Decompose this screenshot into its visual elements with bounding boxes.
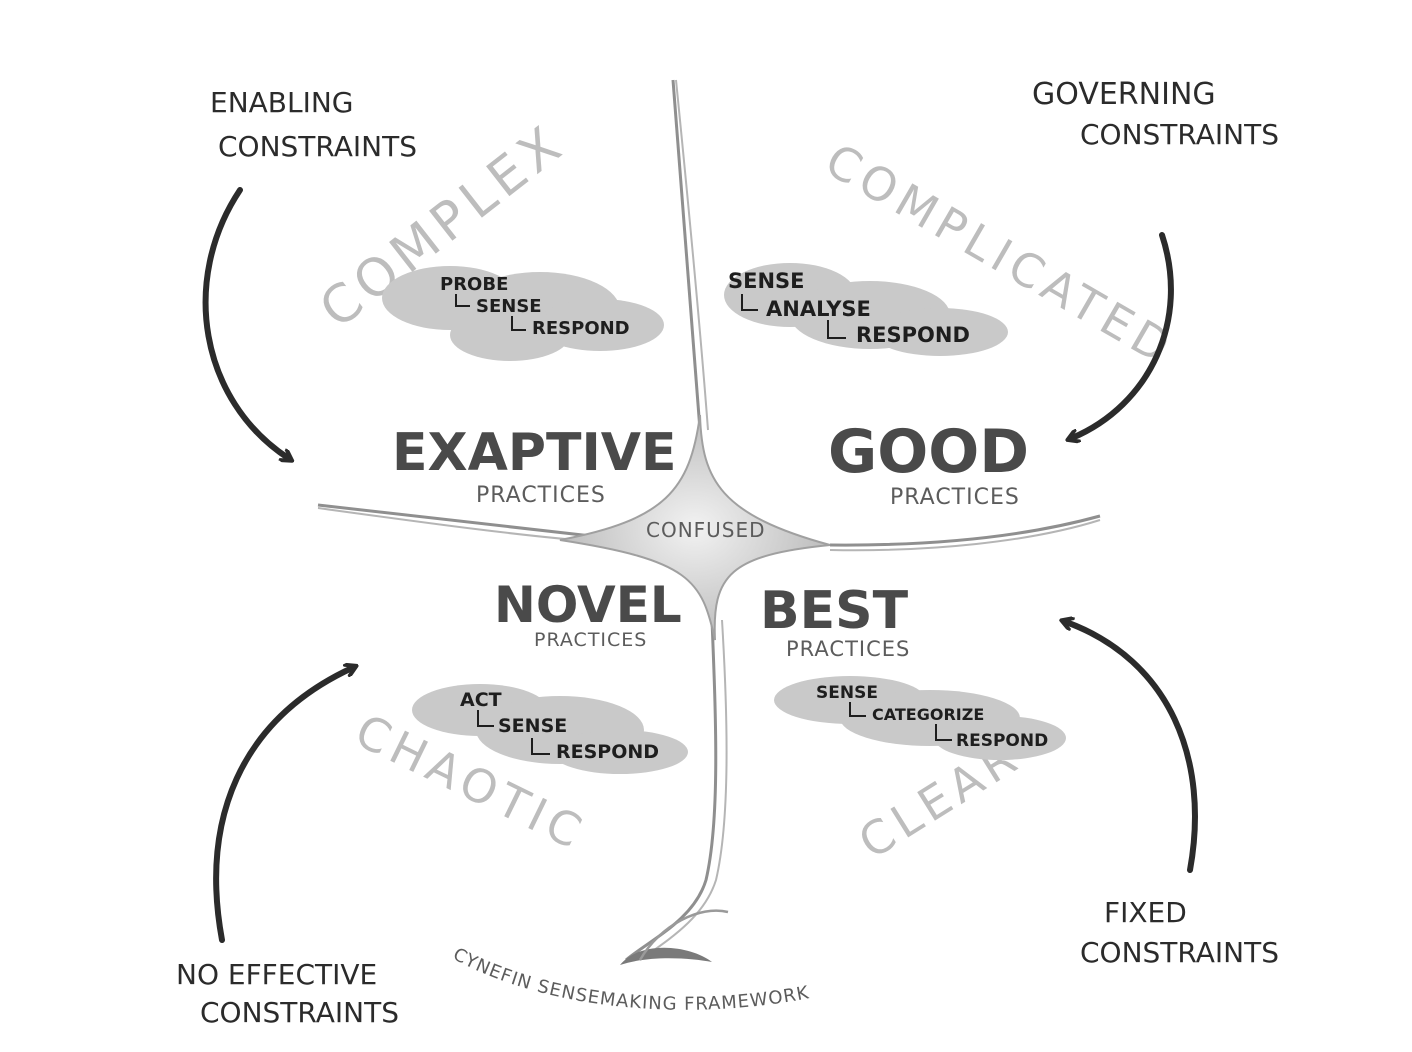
step-arrow-icon [741, 294, 758, 311]
clear-step-2: CATEGORIZE [872, 705, 984, 724]
practice-best-sub: PRACTICES [786, 637, 910, 661]
approach-complicated: SENSE ANALYSE RESPOND [728, 269, 970, 347]
practices: EXAPTIVE PRACTICES GOOD PRACTICES NOVEL … [392, 417, 1029, 661]
governing-constraints-line1: GOVERNING [1032, 77, 1216, 112]
fixed-constraints-line2: CONSTRAINTS [1080, 936, 1279, 969]
chaotic-step-3: RESPOND [556, 741, 659, 763]
step-arrow-icon [531, 738, 550, 755]
step-arrow-icon [827, 320, 846, 339]
complicated-step-3: RESPOND [856, 323, 970, 347]
practice-novel-sub: PRACTICES [534, 629, 647, 651]
clear-step-3: RESPOND [956, 731, 1048, 751]
complicated-step-2: ANALYSE [766, 297, 871, 321]
domain-labels: COMPLEX COMPLICATED CHAOTIC CLEAR [309, 113, 1184, 870]
complex-step-1: PROBE [440, 274, 508, 295]
cloud-clear [774, 676, 1066, 760]
practice-good-sub: PRACTICES [890, 485, 1020, 510]
boundary-left [317, 503, 601, 539]
approach-chaotic: ACT SENSE RESPOND [460, 689, 659, 763]
no-effective-constraints-line1: NO EFFECTIVE [176, 958, 377, 991]
cliff-curl [620, 947, 712, 965]
arrow-no-effective-icon [213, 668, 352, 943]
governing-constraints-line2: CONSTRAINTS [1080, 118, 1279, 151]
complex-step-3: RESPOND [532, 318, 630, 339]
complex-step-2: SENSE [476, 296, 542, 317]
arrow-fixed-icon [1066, 622, 1198, 873]
enabling-constraints-line2: CONSTRAINTS [218, 130, 417, 163]
confused-area [559, 414, 831, 641]
fixed-constraints-line1: FIXED [1104, 896, 1187, 929]
practice-novel-title: NOVEL [494, 576, 682, 634]
complicated-step-1: SENSE [728, 269, 805, 293]
approach-complex: PROBE SENSE RESPOND [440, 274, 630, 339]
cloud-complicated [724, 263, 1008, 356]
constraint-arrows [202, 187, 1198, 943]
practice-good-title: GOOD [828, 417, 1029, 487]
clear-step-1: SENSE [816, 683, 878, 703]
boundary-bottom [625, 619, 718, 962]
constraint-labels: ENABLING CONSTRAINTS GOVERNING CONSTRAIN… [176, 77, 1279, 1029]
chaotic-step-1: ACT [460, 689, 502, 711]
cloud-complex [382, 266, 664, 361]
approach-clear: SENSE CATEGORIZE RESPOND [816, 683, 1048, 751]
domain-boundaries [317, 79, 1101, 965]
step-arrow-icon [477, 710, 494, 727]
domain-confused-label: CONFUSED [646, 518, 766, 542]
arrow-governing-icon [1072, 232, 1174, 438]
chaotic-step-2: SENSE [498, 715, 567, 737]
approach-clouds [382, 263, 1066, 774]
boundary-top [671, 79, 702, 431]
framework-title: CYNEFIN SENSEMAKING FRAMEWORK [450, 944, 812, 1015]
framework-title-text: CYNEFIN SENSEMAKING FRAMEWORK [450, 944, 811, 1015]
no-effective-constraints-line2: CONSTRAINTS [200, 996, 399, 1029]
step-arrow-icon [455, 294, 470, 307]
boundary-right [829, 514, 1101, 547]
cloud-chaotic [412, 684, 688, 774]
practice-exaptive-title: EXAPTIVE [392, 423, 677, 483]
practice-exaptive-sub: PRACTICES [476, 483, 606, 508]
step-arrow-icon [849, 702, 866, 717]
step-arrow-icon [935, 724, 952, 741]
enabling-constraints-line1: ENABLING [210, 86, 354, 119]
step-arrow-icon [511, 316, 526, 331]
practice-best-title: BEST [760, 581, 909, 641]
arrow-enabling-icon [202, 187, 288, 458]
